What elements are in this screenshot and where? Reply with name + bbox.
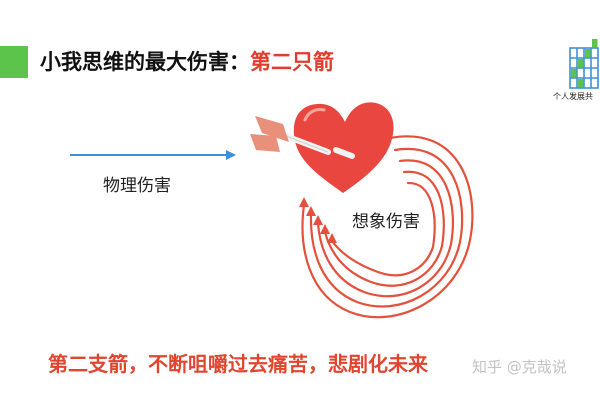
watermark: 知乎 @克哉说 (472, 358, 567, 376)
arrow-icon (250, 116, 355, 159)
bottom-caption: 第二支箭，不断咀嚼过去痛苦，悲剧化未来 (48, 352, 428, 376)
heart-icon (293, 102, 394, 193)
logo-grid-icon (569, 39, 599, 89)
title-highlight: 第二只箭 (250, 49, 334, 74)
accent-bar (0, 46, 28, 78)
page-title: 小我思维的最大伤害：第二只箭 (40, 48, 334, 76)
title-prefix: 小我思维的最大伤害： (40, 49, 250, 74)
imagined-harm-label: 想象伤害 (352, 212, 420, 232)
circular-arrows-icon (299, 135, 474, 319)
logo (556, 38, 600, 102)
physical-arrow-icon (70, 150, 236, 160)
logo-text: 个人发展共 (553, 92, 593, 101)
physical-harm-label: 物理伤害 (103, 176, 171, 196)
